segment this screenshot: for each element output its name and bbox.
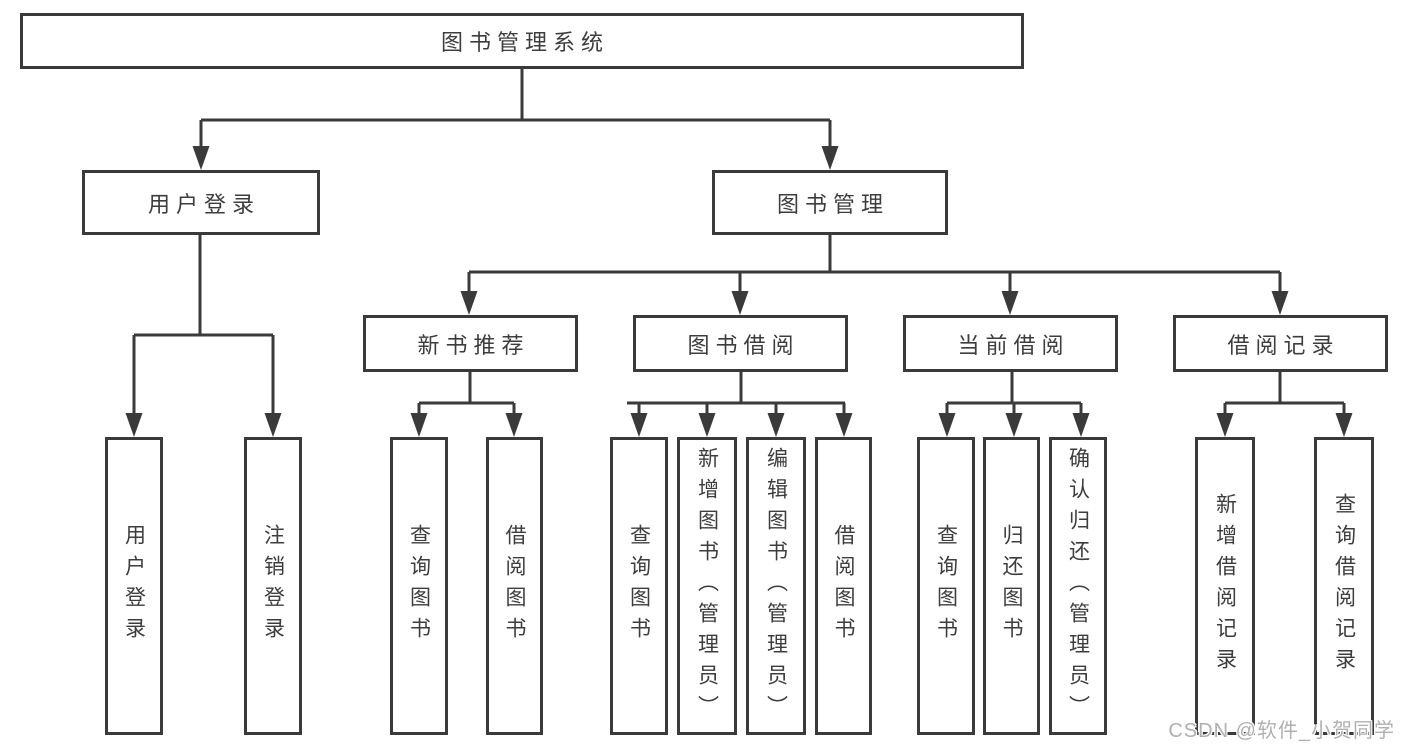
node-label: 借阅记录 <box>1227 332 1340 358</box>
node-label: 图书借阅 <box>687 332 800 358</box>
leaf-records-add: 新增借阅记录 <box>1195 437 1255 735</box>
node-label: 查询图书 <box>407 524 431 648</box>
node-label: 新书推荐 <box>417 332 530 358</box>
connector-user-login <box>125 235 282 437</box>
leaf-user-login: 用户登录 <box>105 437 163 735</box>
node-label: 查询图书 <box>934 524 958 648</box>
connector-borrow-records <box>1216 372 1353 437</box>
watermark: CSDN @软件_小贺同学 <box>1168 720 1395 742</box>
leaf-current-search: 查询图书 <box>917 437 975 735</box>
node-book-borrow: 图书借阅 <box>633 315 848 372</box>
node-label: 图书管理系统 <box>440 30 609 55</box>
leaf-current-confirm: 确认归还（管理员） <box>1049 437 1107 735</box>
node-label: 当前借阅 <box>957 332 1070 358</box>
node-root: 图书管理系统 <box>20 13 1024 69</box>
leaf-current-return: 归还图书 <box>983 437 1040 735</box>
node-label: 图书管理 <box>776 191 889 217</box>
leaf-records-search: 查询借阅记录 <box>1314 437 1374 735</box>
node-current-borrow: 当前借阅 <box>903 315 1118 372</box>
node-user-login: 用户登录 <box>82 170 320 235</box>
leaf-logout: 注销登录 <box>244 437 302 735</box>
connector-book-borrow <box>627 372 853 437</box>
connector-book-management <box>460 235 1289 315</box>
leaf-borrow-edit: 编辑图书（管理员） <box>746 437 806 735</box>
node-label: 借阅图书 <box>503 524 526 648</box>
connector-new-book-recommend <box>410 372 523 437</box>
node-borrow-records: 借阅记录 <box>1173 315 1388 372</box>
node-label: 查询图书 <box>627 524 651 648</box>
node-label: 新增借阅记录 <box>1213 493 1237 679</box>
connector-root <box>192 69 839 170</box>
node-label: 用户登录 <box>122 524 146 648</box>
node-label: 归还图书 <box>1000 524 1023 648</box>
node-new-book-recommend: 新书推荐 <box>363 315 578 372</box>
leaf-borrow-borrow: 借阅图书 <box>815 437 872 735</box>
node-label: 借阅图书 <box>832 524 855 648</box>
leaf-borrow-add: 新增图书（管理员） <box>677 437 737 735</box>
node-book-management: 图书管理 <box>712 170 948 235</box>
node-label: 用户登录 <box>147 191 260 217</box>
leaf-borrow-search: 查询图书 <box>610 437 668 735</box>
node-label: 新增图书（管理员） <box>695 446 719 726</box>
node-label: 注销登录 <box>261 524 285 648</box>
leaf-recommend-search: 查询图书 <box>390 437 448 735</box>
leaf-recommend-borrow: 借阅图书 <box>486 437 543 735</box>
connector-current-borrow <box>938 372 1090 437</box>
node-label: 确认归还（管理员） <box>1066 446 1090 726</box>
node-label: 查询借阅记录 <box>1332 493 1356 679</box>
node-label: 编辑图书（管理员） <box>764 446 788 726</box>
